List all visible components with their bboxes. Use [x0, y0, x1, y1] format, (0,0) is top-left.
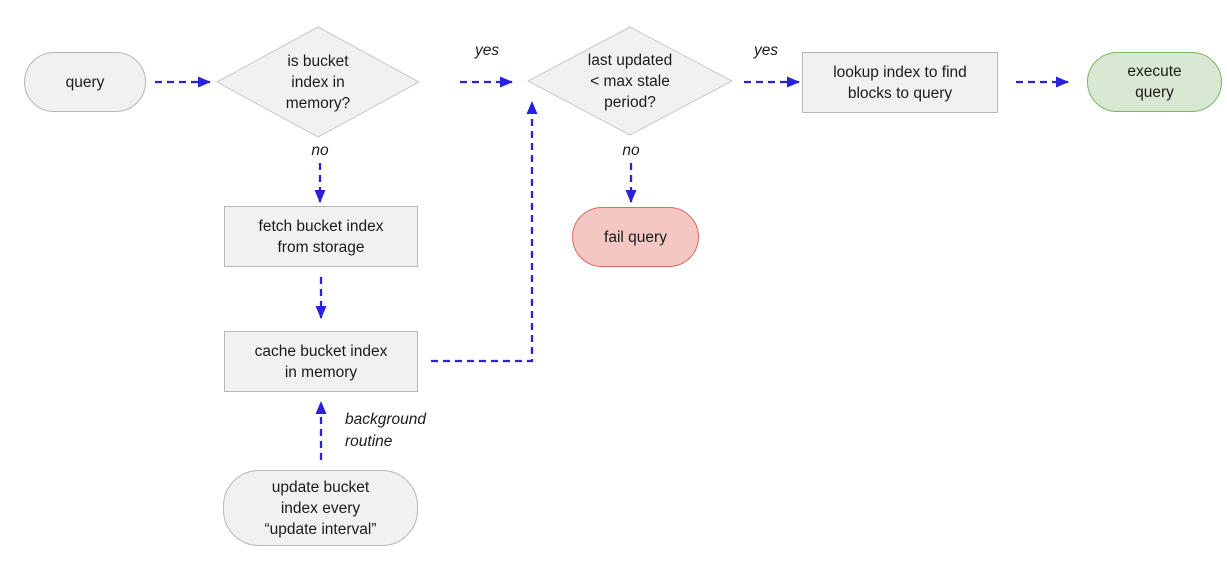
edge-label-memory-yes: yes	[474, 42, 500, 59]
node-staleness-check: last updated < max stale period?	[527, 26, 733, 136]
node-query-label: query	[65, 73, 105, 91]
node-staleness-check-label: last updated < max stale period?	[587, 51, 673, 111]
node-update-index: update bucket index every “update interv…	[223, 470, 418, 546]
node-cache-index-label: cache bucket index in memory	[254, 342, 388, 381]
edge-label-memory-no: no	[311, 142, 329, 159]
node-lookup-index: lookup index to find blocks to query	[802, 52, 998, 113]
node-fail-query: fail query	[572, 207, 699, 267]
node-fetch-index-label: fetch bucket index from storage	[258, 217, 384, 256]
node-query: query	[24, 52, 146, 112]
edge-label-stale-no: no	[622, 142, 640, 159]
node-lookup-index-label: lookup index to find blocks to query	[833, 63, 967, 102]
node-memory-check: is bucket index in memory?	[216, 26, 420, 138]
node-fetch-index: fetch bucket index from storage	[224, 206, 418, 267]
diamond-shape	[216, 26, 420, 138]
node-memory-check-label: is bucket index in memory?	[285, 52, 351, 112]
node-execute-query: execute query	[1087, 52, 1222, 112]
edge-label-background-routine: background routine	[345, 411, 427, 450]
diamond-shape	[527, 26, 733, 136]
node-cache-index: cache bucket index in memory	[224, 331, 418, 392]
node-fail-query-label: fail query	[604, 228, 667, 246]
node-execute-query-label: execute query	[1127, 63, 1182, 101]
connector-cache-to-staleness-check	[431, 101, 538, 363]
edge-label-stale-yes: yes	[753, 42, 779, 59]
node-update-index-label: update bucket index every “update interv…	[264, 478, 377, 538]
